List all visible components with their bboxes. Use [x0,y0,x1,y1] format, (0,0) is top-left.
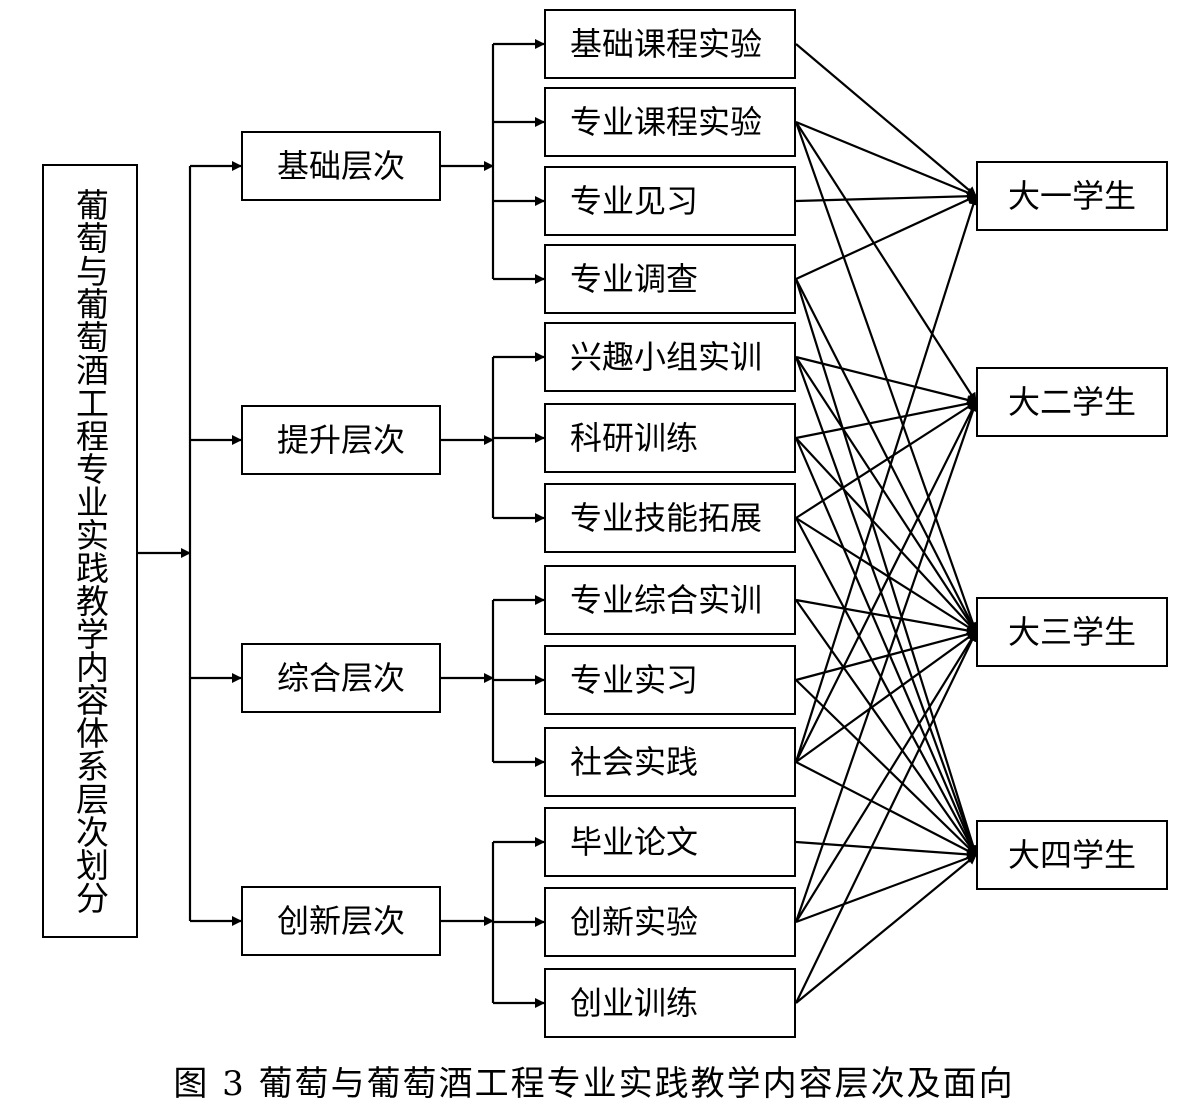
activity-node-1-2-label: 专业课程实验 [570,103,763,141]
activity-node-4-2: 创新实验 [544,887,796,957]
link-line-5 [795,191,977,203]
audience-node-4-label: 大四学生 [1007,836,1136,874]
activity-node-3-2-label: 专业实习 [570,661,699,699]
link-line-26 [795,840,977,860]
audience-node-4: 大四学生 [976,820,1168,890]
activity-node-2-3-label: 专业技能拓展 [570,499,763,537]
level-node-3-label: 综合层次 [276,659,405,697]
activity-node-3-2: 专业实习 [544,645,796,715]
activity-node-2-2: 科研训练 [544,403,796,473]
root-node: 葡萄与葡萄酒工程专业实践教学内容体系层次划分 [42,164,138,938]
audience-node-3: 大三学生 [976,597,1168,667]
link-line-21 [795,679,977,856]
activity-node-4-3: 创业训练 [544,968,796,1038]
link-line-14 [794,437,978,856]
level-node-4: 创新层次 [241,886,441,956]
activity-node-2-2-label: 科研训练 [570,419,699,457]
root-label: 葡萄与葡萄酒工程专业实践教学内容体系层次划分 [70,188,110,914]
link-line-11 [794,356,978,856]
link-line-23 [795,401,977,763]
link-line-29 [795,853,977,924]
activity-node-3-1: 专业综合实训 [544,565,796,635]
audience-node-2: 大二学生 [976,367,1168,437]
link-line-24 [795,631,977,763]
link-line-10 [795,356,977,633]
activity-node-1-1: 基础课程实验 [544,9,796,79]
link-line-7 [795,278,977,633]
level-node-3: 综合层次 [241,643,441,713]
activity-node-4-3-label: 创业训练 [570,984,699,1022]
activity-node-3-1-label: 专业综合实训 [570,581,763,619]
link-line-25 [795,761,977,856]
activity-node-2-1: 兴趣小组实训 [544,322,796,392]
link-line-31 [795,854,977,1004]
link-line-8 [794,278,979,856]
activity-node-1-4: 专业调查 [544,244,796,314]
audience-node-1-label: 大一学生 [1007,177,1136,215]
link-line-4 [794,121,978,633]
link-line-28 [795,631,977,923]
activity-node-1-1-label: 基础课程实验 [570,25,763,63]
activity-node-3-3: 社会实践 [544,727,796,797]
link-line-13 [795,437,977,633]
link-line-6 [795,195,977,280]
link-line-3 [795,121,977,403]
link-line-20 [795,629,977,682]
activity-node-4-2-label: 创新实验 [570,903,699,941]
link-line-19 [795,599,977,856]
activity-node-1-4-label: 专业调查 [570,260,699,298]
activity-node-1-2: 专业课程实验 [544,87,796,157]
activity-node-2-3: 专业技能拓展 [544,483,796,553]
activity-node-3-3-label: 社会实践 [570,743,699,781]
activity-node-4-1-label: 毕业论文 [570,823,699,861]
level-node-2: 提升层次 [241,405,441,475]
link-line-1 [795,43,977,197]
activity-node-4-1: 毕业论文 [544,807,796,877]
link-line-30 [795,631,977,1004]
activity-node-1-3: 专业见习 [544,166,796,236]
link-line-27 [794,401,978,923]
link-line-15 [795,401,977,519]
audience-node-1: 大一学生 [976,161,1168,231]
audience-node-2-label: 大二学生 [1007,383,1136,421]
audience-node-3-label: 大三学生 [1007,613,1136,651]
link-line-12 [795,398,977,440]
level-node-2-label: 提升层次 [276,421,405,459]
link-line-17 [795,517,977,856]
activity-node-2-1-label: 兴趣小组实训 [570,338,763,376]
link-line-9 [795,355,977,405]
link-line-2 [795,120,977,198]
figure-caption: 图 3 葡萄与葡萄酒工程专业实践教学内容层次及面向 [173,1064,1015,1104]
level-node-1: 基础层次 [241,131,441,201]
link-line-18 [795,598,977,636]
link-line-22 [794,195,979,763]
activity-node-1-3-label: 专业见习 [570,182,699,220]
level-node-1-label: 基础层次 [276,147,405,185]
link-line-16 [795,517,977,633]
level-node-4-label: 创新层次 [276,902,405,940]
